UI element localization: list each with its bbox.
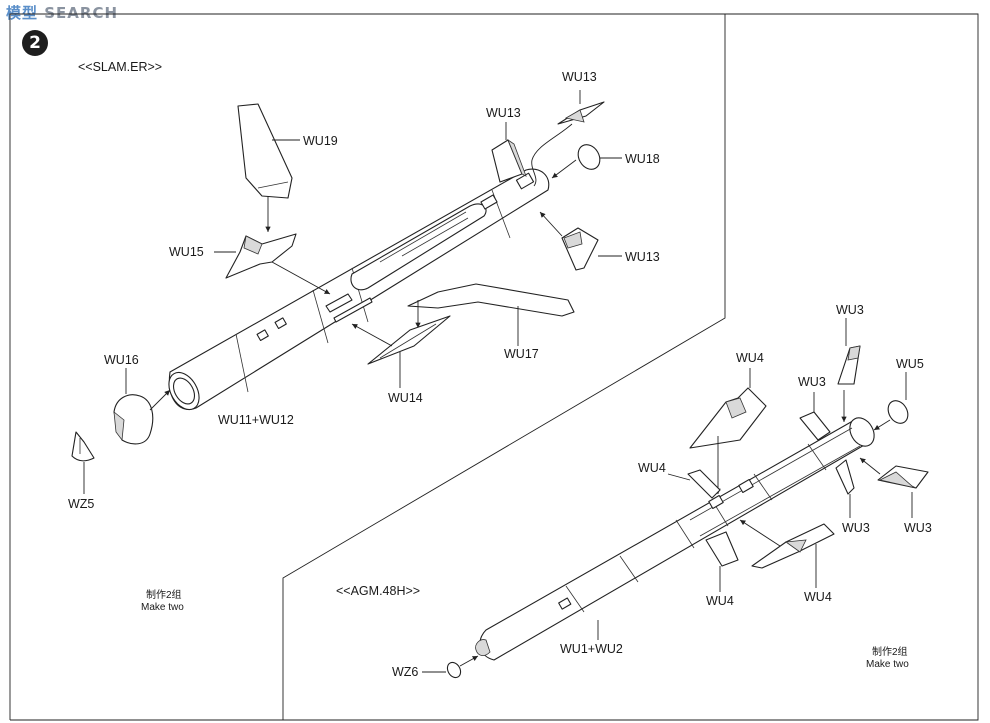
watermark: 模型 SEARCH [6, 2, 118, 23]
label-wu19: WU19 [303, 134, 338, 148]
label-wu4-d: WU4 [804, 590, 832, 604]
agm-part-wu3-left [799, 411, 831, 441]
watermark-cjk: 模型 [6, 4, 39, 22]
agm-note-en: Make two [866, 659, 909, 670]
label-wu4-b: WU4 [638, 461, 666, 475]
slam-assembly [71, 90, 622, 494]
agm-part-wu5 [887, 400, 909, 424]
labels: <<SLAM.ER>> WU19 WU13 WU13 WU18 WU15 WU1… [68, 60, 932, 679]
label-wu1-wu2: WU1+WU2 [560, 642, 623, 656]
label-wu5: WU5 [896, 357, 924, 371]
label-wu4-c: WU4 [706, 594, 734, 608]
slam-part-wu17 [407, 283, 575, 317]
label-wu3-b: WU3 [798, 375, 826, 389]
label-wu4-a: WU4 [736, 351, 764, 365]
agm-part-wu3-under [835, 459, 855, 495]
slam-part-wu18 [577, 144, 601, 170]
agm-body-wu1-wu2 [475, 417, 875, 661]
slam-part-wu15 [225, 233, 297, 279]
label-wu18: WU18 [625, 152, 660, 166]
slam-part-wz5 [71, 431, 95, 462]
slam-note-en: Make two [141, 602, 184, 613]
label-wu13-a: WU13 [486, 106, 521, 120]
label-wu3-c: WU3 [842, 521, 870, 535]
agm-title: <<AGM.48H>> [336, 584, 420, 598]
label-wu16: WU16 [104, 353, 139, 367]
watermark-latin: SEARCH [44, 4, 119, 22]
label-wz5: WZ5 [68, 497, 94, 511]
label-wu13-c: WU13 [625, 250, 660, 264]
slam-part-wu19 [237, 103, 293, 199]
agm-note-cn: 制作2组 [872, 645, 908, 658]
slam-panel-frame [9, 13, 726, 720]
slam-title: <<SLAM.ER>> [78, 60, 162, 74]
label-wz6: WZ6 [392, 665, 418, 679]
slam-note-cn: 制作2组 [146, 588, 182, 601]
agm-part-wu4-left [687, 469, 721, 499]
step-number-badge: 2 [22, 30, 48, 56]
label-wu3-d: WU3 [904, 521, 932, 535]
label-wu17: WU17 [504, 347, 539, 361]
label-wu13-b: WU13 [562, 70, 597, 84]
agm-part-wz6 [446, 661, 462, 679]
label-wu15: WU15 [169, 245, 204, 259]
agm-part-wu4-under [705, 531, 739, 567]
slam-part-wu16 [113, 394, 154, 445]
agm-assembly [422, 318, 929, 679]
agm-part-wu4-top [689, 387, 767, 449]
label-wu14: WU14 [388, 391, 423, 405]
panel-frames [9, 13, 979, 721]
slam-body-wu11-wu12 [168, 168, 550, 411]
label-wu11-wu12: WU11+WU12 [218, 413, 294, 427]
sheet-frame [10, 13, 979, 721]
label-wu3-a: WU3 [836, 303, 864, 317]
